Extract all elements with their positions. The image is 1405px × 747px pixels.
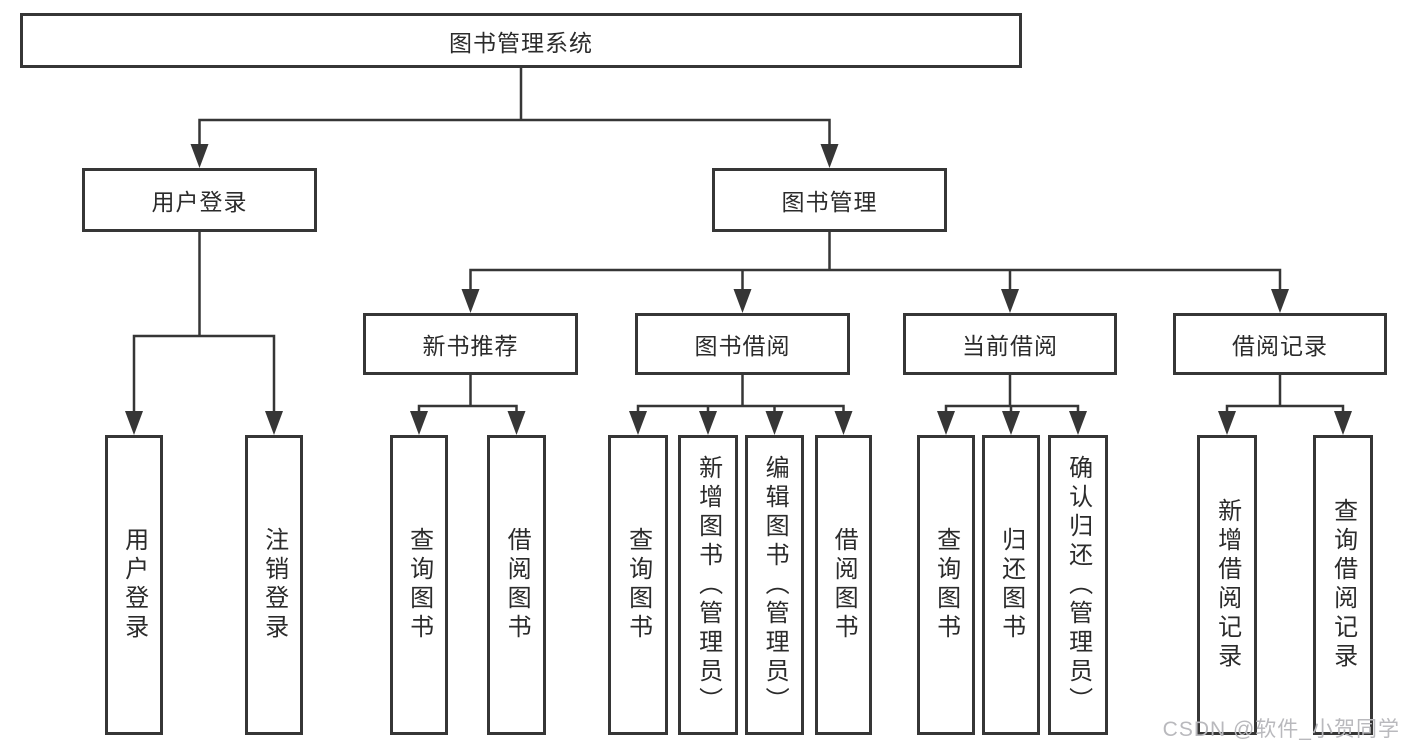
node-borrowing-records: 借阅记录 [1173,313,1387,375]
node-book-management: 图书管理 [712,168,947,232]
leaf-query-books-current: 查询图书 [917,435,975,735]
leaf-label: 查询借阅记录 [1329,498,1357,672]
leaf-user-login: 用户登录 [105,435,163,735]
connector-current-borrow [944,373,1080,415]
leaf-logout: 注销登录 [245,435,303,735]
node-new-book-recommendation: 新书推荐 [363,313,578,375]
arrowhead [937,411,955,435]
leaf-label: 新增借阅记录 [1213,498,1241,672]
node-current-borrowing: 当前借阅 [903,313,1117,375]
leaf-label: 新增图书（管理员） [694,454,722,716]
arrowhead [265,411,283,435]
leaf-query-borrow-record: 查询借阅记录 [1313,435,1373,735]
arrowhead [190,144,209,168]
leaf-query-books-newbook: 查询图书 [390,435,448,735]
connector-book-borrow [636,373,845,415]
node-book-borrowing: 图书借阅 [635,313,850,375]
arrowhead [1218,411,1236,435]
arrowhead [1001,289,1019,313]
leaf-confirm-return-admin: 确认归还（管理员） [1048,435,1108,735]
leaf-add-book-admin: 新增图书（管理员） [678,435,738,735]
leaf-borrow-books-newbook: 借阅图书 [487,435,546,735]
leaf-query-books-borrow: 查询图书 [608,435,668,735]
leaf-label: 编辑图书（管理员） [761,454,789,716]
connector-book-management [469,230,1282,293]
arrowhead [1334,411,1352,435]
arrowhead [765,411,784,435]
connector-borrow-records [1225,373,1345,415]
leaf-label: 归还图书 [997,527,1025,643]
leaf-label: 确认归还（管理员） [1064,454,1092,716]
arrowhead [733,289,752,313]
arrowhead [834,411,853,435]
leaf-edit-book-admin: 编辑图书（管理员） [745,435,804,735]
leaf-label: 查询图书 [405,527,433,643]
arrowhead [629,411,647,435]
arrowhead [699,411,717,435]
leaf-label: 用户登录 [120,527,148,643]
watermark: CSDN @软件_小贺同学 [1162,718,1400,741]
connector-new-book [417,373,518,415]
leaf-label: 查询图书 [624,527,652,643]
leaf-borrow-books-borrow: 借阅图书 [815,435,872,735]
arrowhead [1271,289,1289,313]
node-library-management-system: 图书管理系统 [20,13,1022,68]
arrowhead [125,411,143,435]
connector-root [198,66,831,148]
arrowhead [461,289,480,313]
arrowhead [507,411,526,435]
arrowhead [1002,411,1020,435]
leaf-label: 注销登录 [260,527,288,643]
arrowhead [820,144,839,168]
leaf-return-books: 归还图书 [982,435,1040,735]
connector-user-login [132,230,276,415]
arrowhead [1069,411,1087,435]
arrowhead [410,411,428,435]
leaf-label: 查询图书 [932,527,960,643]
node-user-login: 用户登录 [82,168,317,232]
leaf-label: 借阅图书 [830,527,858,643]
leaf-add-borrow-record: 新增借阅记录 [1197,435,1257,735]
leaf-label: 借阅图书 [503,527,531,643]
